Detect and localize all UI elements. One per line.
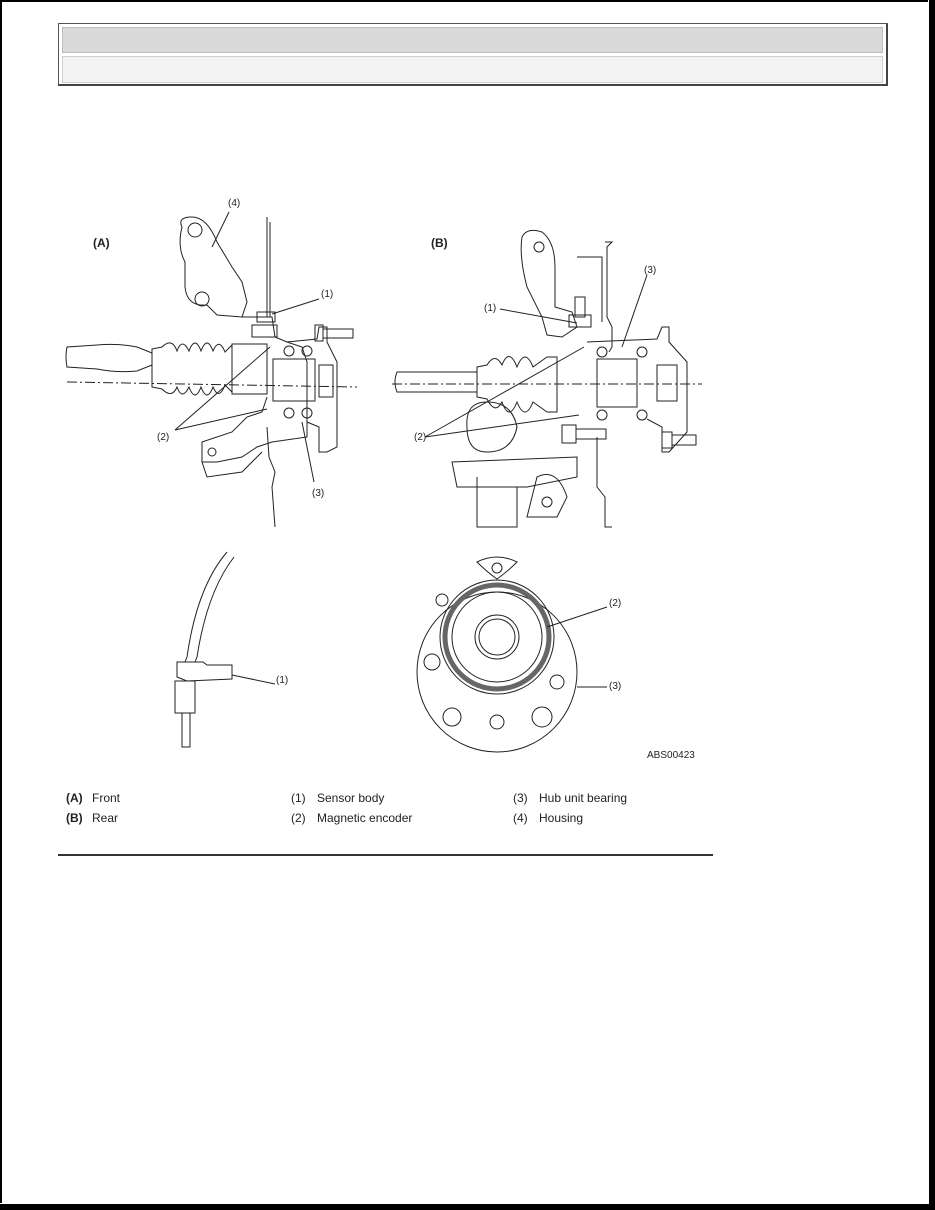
legend-item-hub-unit-bearing: (3) Hub unit bearing: [513, 791, 627, 805]
legend-item-housing: (4) Housing: [513, 811, 583, 825]
header-subtitle-bar: [62, 56, 883, 83]
legend-label: Rear: [92, 811, 119, 825]
rear-callout-magnetic-encoder: (2): [414, 432, 427, 443]
header-title-bar: [62, 27, 883, 53]
figure-drawing: [65, 211, 702, 753]
rear-callout-hub-bearing: (3): [644, 265, 657, 276]
front-callout-magnetic-encoder: (2): [157, 432, 170, 443]
section-divider: [58, 854, 713, 856]
legend-label: Magnetic encoder: [317, 811, 413, 825]
front-callout-hub-bearing: (3): [312, 488, 325, 499]
legend-item-rear: (B) Rear: [66, 811, 118, 825]
header-box: [58, 23, 888, 86]
sensor-callout: (1): [276, 675, 289, 686]
page-shadow-bottom: [0, 1204, 935, 1210]
legend-label: Housing: [539, 811, 584, 825]
page-shadow-right: [929, 0, 935, 1210]
legend-key: (A): [66, 791, 83, 805]
legend-key: (3): [513, 791, 528, 805]
legend-label: Front: [92, 791, 121, 805]
rear-callout-sensor-body: (1): [484, 303, 497, 314]
legend-key: (2): [291, 811, 306, 825]
rear-view-label: (B): [431, 236, 448, 250]
hub-callout-encoder: (2): [609, 598, 622, 609]
sensor-body-drawing: [174, 551, 276, 748]
hub-bearing-drawing: [416, 556, 608, 753]
legend-item-sensor-body: (1) Sensor body: [291, 791, 384, 805]
front-callout-housing: (4): [228, 198, 241, 209]
legend-item-magnetic-encoder: (2) Magnetic encoder: [291, 811, 412, 825]
front-assembly-drawing: [65, 211, 358, 528]
legend-label: Sensor body: [317, 791, 385, 805]
legend-label: Hub unit bearing: [539, 791, 628, 805]
legend-key: (1): [291, 791, 306, 805]
legend-key: (4): [513, 811, 528, 825]
rear-assembly-drawing: [392, 229, 702, 528]
wheel-speed-sensor-figure: (A) (B) (4) (1) (2) (3) (3) (1) (2) (1) …: [57, 187, 717, 777]
hub-callout-bearing: (3): [609, 681, 622, 692]
figure-id: ABS00423: [647, 750, 695, 761]
legend-item-front: (A) Front: [66, 791, 120, 805]
front-callout-sensor-body: (1): [321, 289, 334, 300]
front-view-label: (A): [93, 236, 110, 250]
legend-key: (B): [66, 811, 83, 825]
